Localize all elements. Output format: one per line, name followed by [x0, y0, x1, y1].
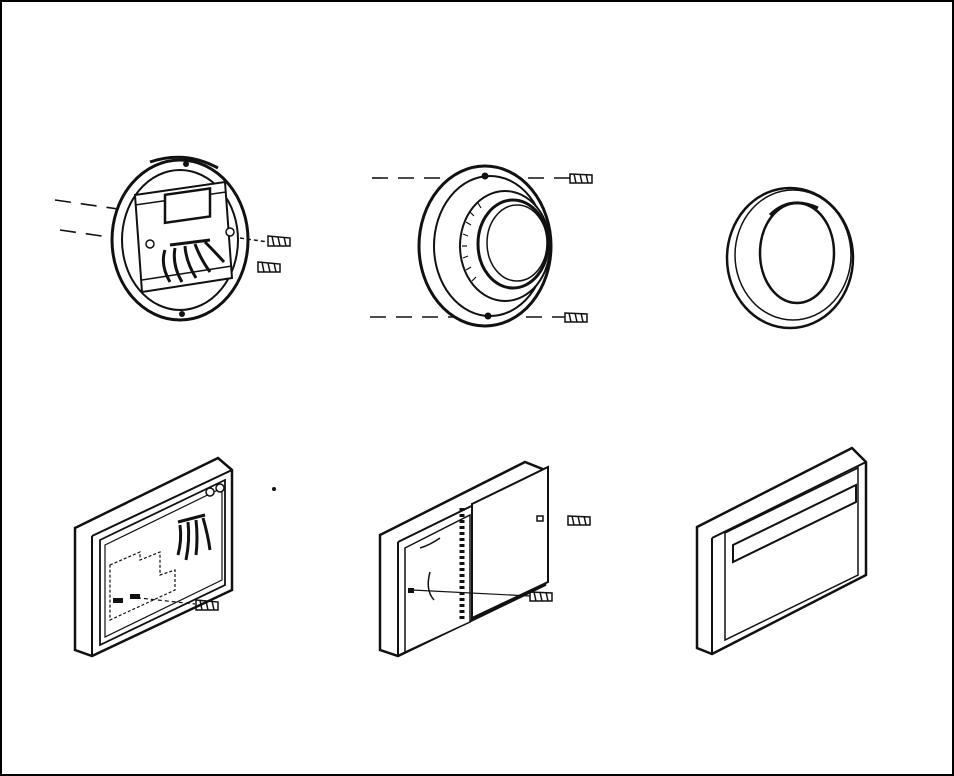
screw [258, 262, 280, 272]
screw [565, 313, 587, 322]
mount-slot [113, 598, 123, 603]
screw-hole [146, 240, 154, 248]
rect-cover-illustration [697, 448, 866, 654]
screw-tip [272, 487, 276, 491]
screw [568, 516, 590, 525]
round-thermostat-mounting-illustration [370, 166, 592, 326]
round-cover-illustration [727, 188, 853, 328]
round-wiring-plate-illustration [55, 157, 290, 320]
screw-hole [179, 311, 185, 317]
screw-hole [206, 488, 214, 496]
screw [530, 592, 552, 601]
rect-thermostat-mounting-illustration [380, 462, 590, 656]
screw-hole [226, 228, 234, 236]
screw-hole [482, 173, 489, 180]
cover-window [760, 203, 834, 303]
rect-wiring-plate-illustration [75, 458, 276, 656]
screw-hole [183, 161, 189, 167]
wire-opening [165, 188, 210, 222]
screw [570, 174, 592, 183]
screw-hole [485, 313, 492, 320]
screw-hole [216, 484, 224, 492]
cover-body [697, 448, 866, 654]
